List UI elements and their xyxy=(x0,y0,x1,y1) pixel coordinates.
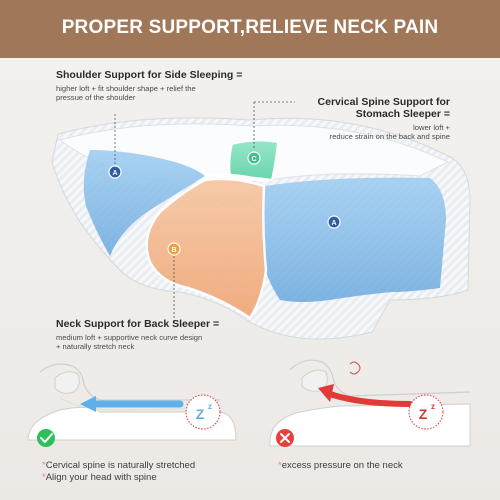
marker-a-right-label: A xyxy=(331,220,336,227)
callout-cervical-desc-1: lower loft + xyxy=(413,123,450,132)
callout-neck-title: Neck Support for Back Sleeper = xyxy=(56,318,220,330)
svg-text:z: z xyxy=(208,402,212,411)
zone-a-right xyxy=(261,177,446,302)
callout-cervical-title-2: Stomach Sleeper = xyxy=(355,108,450,120)
callout-neck-support: Neck Support for Back Sleeper = medium l… xyxy=(56,318,276,351)
svg-text:z: z xyxy=(431,402,435,411)
bad-posture-caption: *excess pressure on the neck xyxy=(278,460,403,471)
callout-shoulder-support: Shoulder Support for Side Sleeping = hig… xyxy=(56,69,266,102)
marker-b xyxy=(167,242,181,256)
dizzy-icon xyxy=(349,361,361,375)
good-caption-1: Cervical spine is naturally stretched xyxy=(45,460,196,471)
svg-text:Z: Z xyxy=(419,406,428,422)
bad-caption-1: excess pressure on the neck xyxy=(281,460,403,471)
callout-cervical-desc-2: reduce strain on the back and spine xyxy=(329,132,450,141)
callout-shoulder-title: Shoulder Support for Side Sleeping = xyxy=(56,69,243,81)
check-icon xyxy=(37,429,55,447)
bad-arrow xyxy=(327,391,413,407)
callout-shoulder-desc-2: pressue of the shoulder xyxy=(56,93,136,102)
callout-neck-desc-2: + naturally stretch neck xyxy=(56,342,135,351)
marker-c-label: C xyxy=(251,156,256,163)
marker-b-label: B xyxy=(171,247,176,254)
good-posture-caption: *Cervical spine is naturally stretched *… xyxy=(42,460,196,483)
marker-c xyxy=(247,151,261,165)
sleep-icon-right xyxy=(408,394,444,430)
marker-a-right xyxy=(327,215,341,229)
callout-cervical-title-1: Cervical Spine Support for xyxy=(317,96,450,108)
marker-a-left-label: A xyxy=(112,170,117,177)
sleep-icon-left xyxy=(185,394,221,430)
good-caption-2: Align your head with spine xyxy=(45,472,157,483)
callout-cervical-support: Cervical Spine Support for Stomach Sleep… xyxy=(290,96,450,141)
page-title: PROPER SUPPORT,RELIEVE NECK PAIN xyxy=(61,17,439,38)
header-banner: PROPER SUPPORT,RELIEVE NECK PAIN xyxy=(0,0,500,58)
zone-b xyxy=(145,177,268,320)
marker-a-left xyxy=(108,165,122,179)
callout-shoulder-desc-1: higher loft + fit shoulder shape + relie… xyxy=(56,84,196,93)
bad-posture-illustration: Z z xyxy=(269,359,471,447)
callout-neck-desc-1: medium loft + supportive neck curve desi… xyxy=(56,333,203,342)
good-posture-illustration: Z z xyxy=(27,363,237,447)
svg-text:Z: Z xyxy=(196,406,205,422)
